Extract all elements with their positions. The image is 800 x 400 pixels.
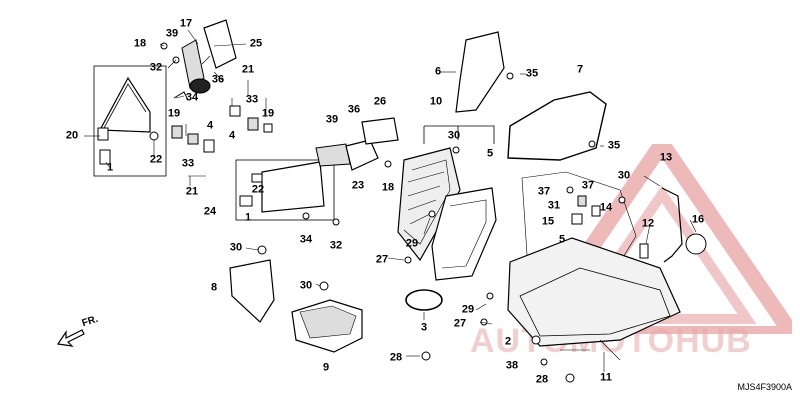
bracket-lines [423, 125, 495, 144]
callout-2: 2 [504, 335, 512, 348]
leader-lines [84, 29, 697, 372]
callout-21-b: 21 [185, 185, 199, 198]
callout-19: 19 [261, 107, 275, 120]
side-cover-8 [229, 259, 275, 323]
windscreen-side [507, 91, 607, 161]
callout-36-b: 36 [347, 103, 361, 116]
air-duct-center [431, 187, 497, 281]
callout-9: 9 [322, 361, 330, 374]
callout-20: 20 [65, 129, 79, 142]
callout-35-b: 35 [607, 139, 621, 152]
callout-4-b: 4 [228, 129, 236, 142]
callout-28: 28 [389, 351, 403, 364]
callout-18: 18 [133, 37, 147, 50]
front-direction-arrow-icon [56, 329, 85, 347]
callout-15: 15 [541, 215, 555, 228]
inner-cover-panel [235, 159, 335, 221]
bolts-screws [257, 72, 626, 383]
callout-18-b: 18 [381, 181, 395, 194]
callout-22-b: 22 [251, 183, 265, 196]
callout-39: 39 [165, 27, 179, 40]
callout-12: 12 [641, 217, 655, 230]
callout-7: 7 [576, 63, 584, 76]
callout-23: 23 [351, 179, 365, 192]
callout-1: 1 [106, 161, 114, 174]
callout-10: 10 [429, 95, 443, 108]
upper-mirror-parts [160, 19, 237, 101]
callout-33: 33 [245, 93, 259, 106]
callout-13: 13 [659, 151, 673, 164]
callout-11: 11 [600, 371, 612, 384]
headlight-assembly [507, 171, 681, 361]
callout-33-b: 33 [181, 157, 195, 170]
callout-5-b: 5 [558, 233, 566, 246]
callout-29: 29 [405, 237, 419, 250]
callout-32-b: 32 [329, 239, 343, 252]
callout-30-b: 30 [229, 241, 243, 254]
callout-39-b: 39 [325, 113, 339, 126]
callout-14: 14 [599, 201, 613, 214]
callout-30-d: 30 [617, 169, 631, 182]
callout-8: 8 [210, 281, 218, 294]
callout-26: 26 [373, 95, 387, 108]
callout-6: 6 [434, 65, 442, 78]
harness-parts [571, 187, 707, 263]
mirror-housing-left [93, 65, 167, 177]
callout-22: 22 [149, 153, 163, 166]
diagram-code: MJS4F3900A [737, 382, 792, 392]
windscreen-upper [455, 31, 505, 113]
callout-4: 4 [206, 119, 214, 132]
callout-28-b: 28 [535, 373, 549, 386]
callout-31: 31 [547, 199, 561, 212]
callout-32: 32 [149, 61, 163, 74]
callout-35: 35 [525, 67, 539, 80]
callout-3: 3 [420, 321, 428, 334]
callout-34: 34 [185, 91, 199, 104]
callout-27: 27 [375, 253, 389, 266]
callout-1-b: 1 [244, 211, 252, 224]
callout-24: 24 [203, 205, 217, 218]
callout-19-b: 19 [167, 107, 181, 120]
callout-29-b: 29 [461, 303, 475, 316]
callout-34-b: 34 [299, 233, 313, 246]
callout-37: 37 [537, 185, 551, 198]
oring-3 [405, 289, 443, 311]
right-mirror-parts [315, 117, 399, 171]
callout-21: 21 [241, 63, 255, 76]
callout-5: 5 [486, 147, 494, 160]
callout-30-c: 30 [299, 279, 313, 292]
callout-27-b: 27 [453, 317, 467, 330]
callout-25: 25 [249, 37, 263, 50]
callout-17: 17 [179, 17, 193, 30]
callout-37-b: 37 [581, 179, 595, 192]
callout-16: 16 [691, 213, 705, 226]
callout-30: 30 [447, 129, 461, 142]
small-fittings [149, 105, 273, 153]
callout-38: 38 [505, 359, 519, 372]
callout-36: 36 [211, 73, 225, 86]
